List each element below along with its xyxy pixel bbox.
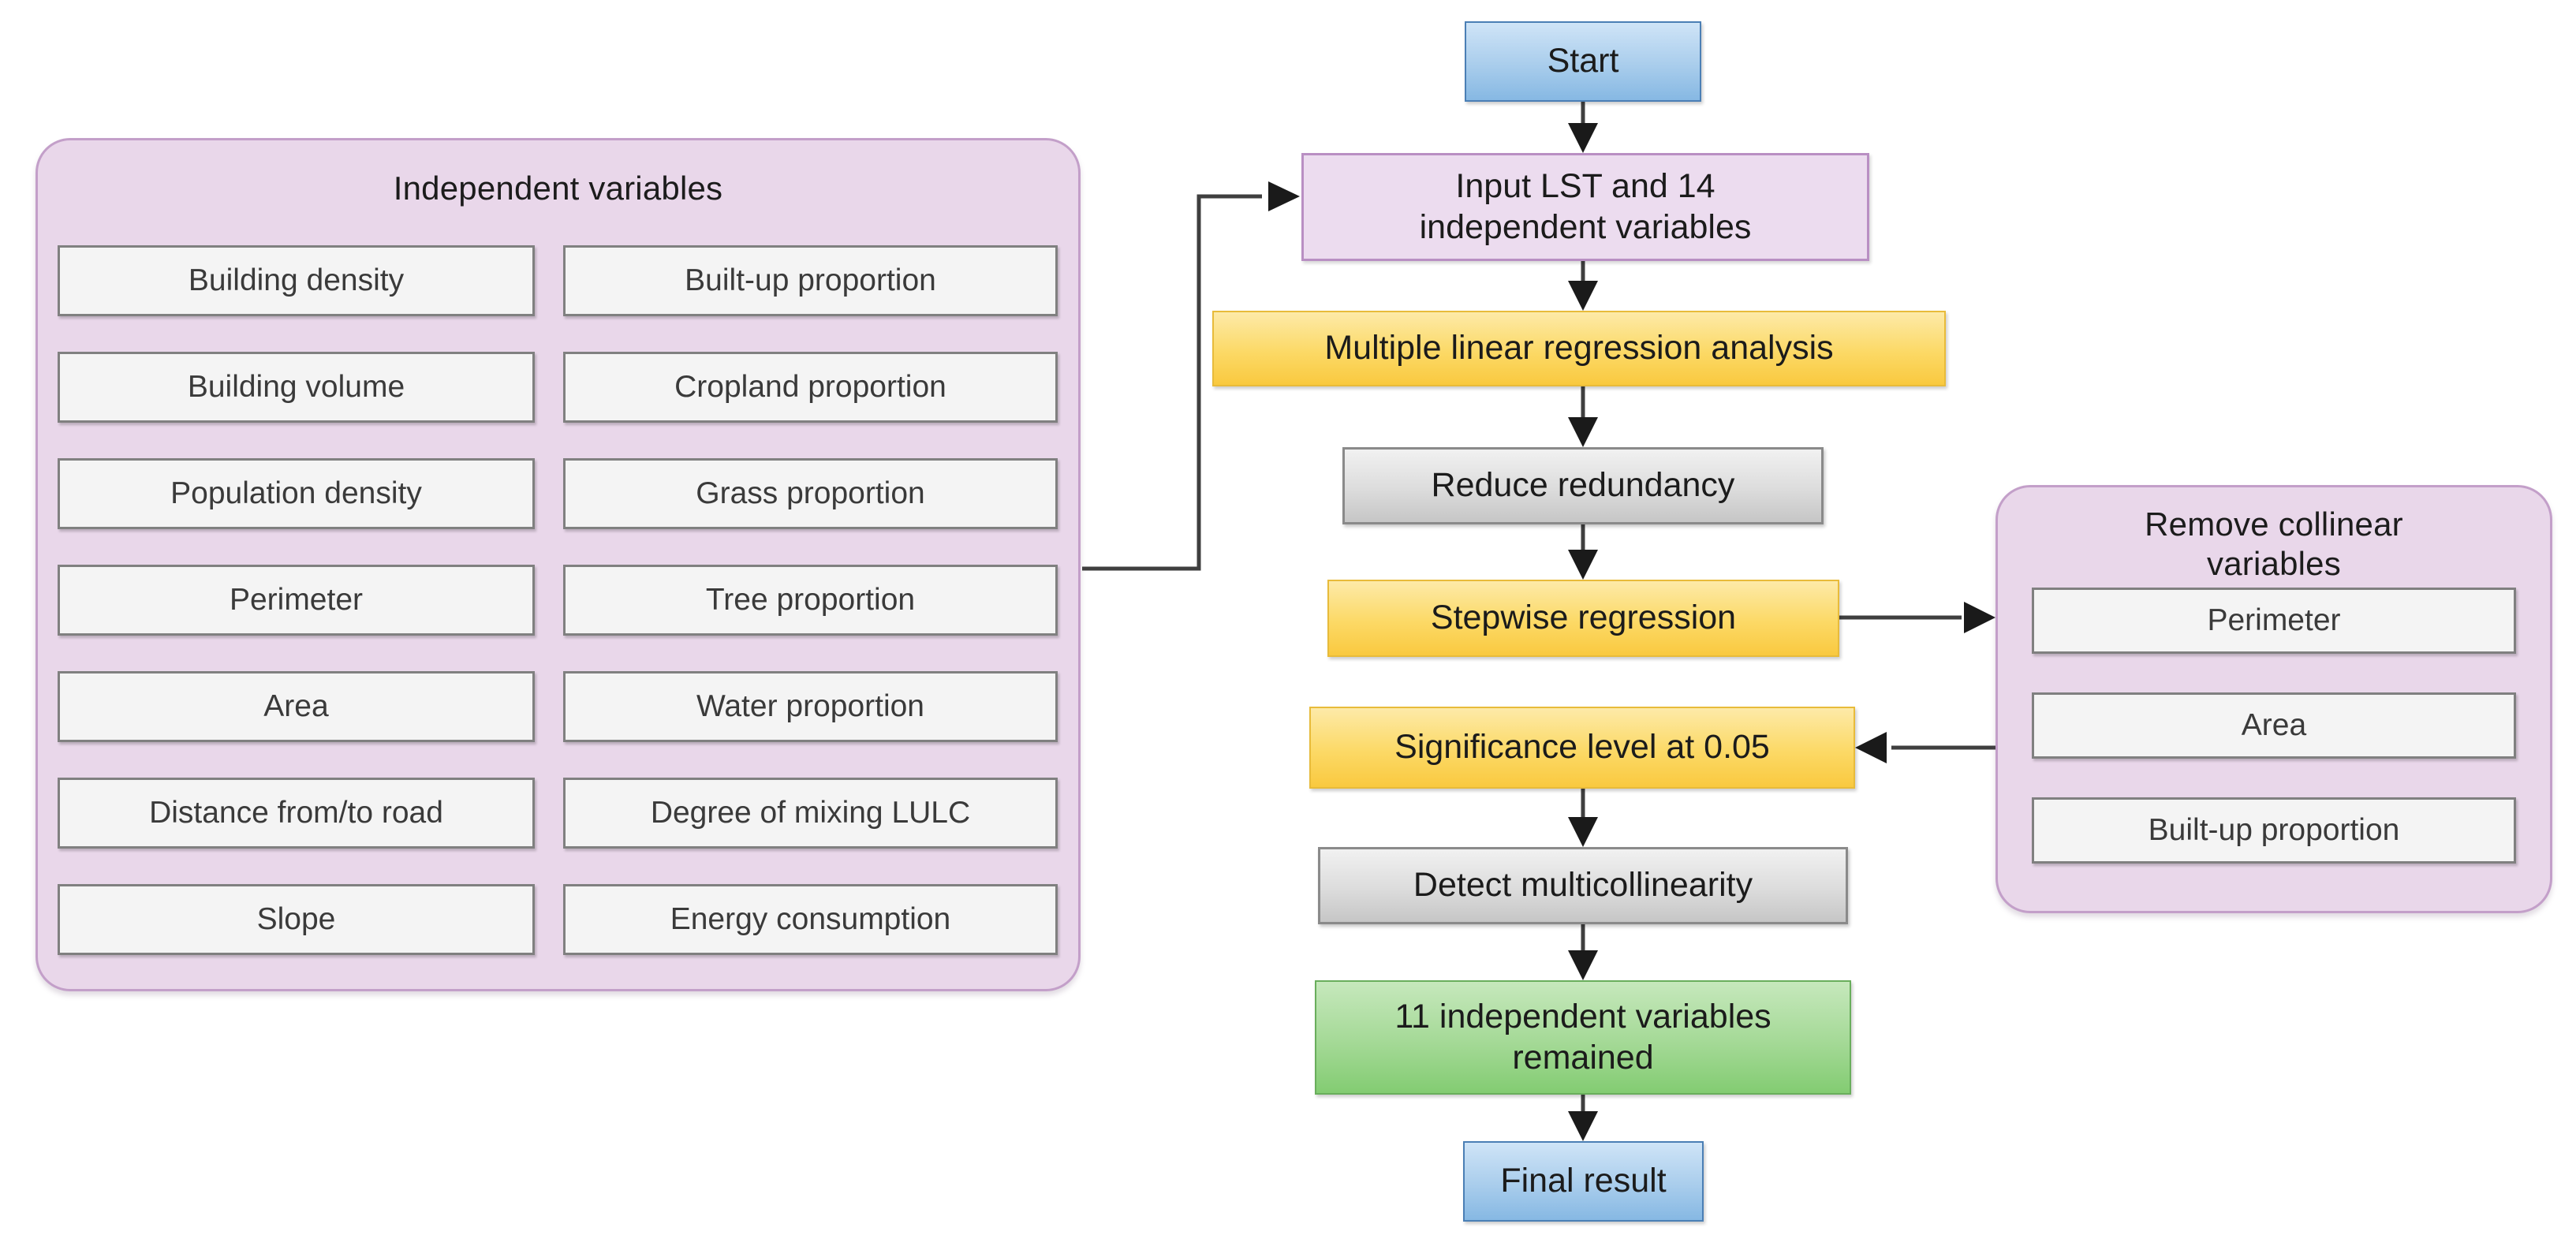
chip-label: Energy consumption [670, 902, 951, 936]
arrowhead-input-to-mlr [1568, 281, 1598, 311]
arrowhead-detect-to-remained [1568, 950, 1598, 980]
chip-label: Building volume [187, 370, 405, 404]
chip-label: Built-up proportion [2148, 813, 2400, 847]
chip-label: Slope [256, 902, 336, 936]
arrowhead-stepwise-to-collinear [1964, 602, 1995, 633]
node-reduce-redundancy: Reduce redundancy [1342, 447, 1824, 524]
node-stepwise-regression: Stepwise regression [1327, 580, 1839, 657]
chip-slope: Slope [58, 884, 535, 955]
chip-built-up-proportion: Built-up proportion [563, 245, 1058, 316]
chip-label: Area [263, 689, 329, 723]
node-multiple-linear-regression: Multiple linear regression analysis [1212, 311, 1946, 386]
node-label: Stepwise regression [1430, 599, 1737, 637]
chip-label: Degree of mixing LULC [650, 796, 971, 830]
chip-label: Grass proportion [696, 476, 925, 510]
chip-collinear-area: Area [2032, 692, 2516, 759]
chip-label: Cropland proportion [674, 370, 946, 404]
arrowhead-variables-to-input [1268, 181, 1300, 211]
arrowhead-start-to-input [1568, 123, 1598, 153]
chip-label: Perimeter [2207, 603, 2341, 637]
chip-tree-proportion: Tree proportion [563, 565, 1058, 636]
chip-distance-from-to-road: Distance from/to road [58, 778, 535, 849]
node-variables-remained: 11 independent variables remained [1315, 980, 1851, 1095]
chip-grass-proportion: Grass proportion [563, 458, 1058, 529]
node-label: Final result [1500, 1162, 1667, 1200]
chip-label: Water proportion [696, 689, 924, 723]
chip-water-proportion: Water proportion [563, 671, 1058, 742]
arrowhead-collinear-to-significance [1855, 732, 1887, 763]
chip-energy-consumption: Energy consumption [563, 884, 1058, 955]
node-detect-multicollinearity: Detect multicollinearity [1318, 847, 1848, 924]
chip-building-volume: Building volume [58, 352, 535, 423]
node-label: Start [1547, 42, 1619, 80]
chip-label: Distance from/to road [149, 796, 443, 830]
node-label: Detect multicollinearity [1413, 866, 1753, 905]
chip-label: Built-up proportion [685, 263, 936, 297]
arrowhead-significance-to-detect [1568, 817, 1598, 847]
chip-label: Population density [170, 476, 422, 510]
chip-label: Tree proportion [705, 583, 916, 617]
remove-collinear-variables-title: Remove collinear variables [2145, 506, 2403, 582]
chip-degree-of-mixing-lulc: Degree of mixing LULC [563, 778, 1058, 849]
chip-cropland-proportion: Cropland proportion [563, 352, 1058, 423]
arrowhead-remained-to-final [1568, 1111, 1598, 1141]
chip-label: Perimeter [229, 583, 364, 617]
node-label: Significance level at 0.05 [1394, 728, 1770, 767]
chip-label: Area [2241, 708, 2307, 742]
node-label: Multiple linear regression analysis [1324, 329, 1834, 368]
node-label: Reduce redundancy [1431, 466, 1735, 505]
node-start: Start [1465, 21, 1701, 102]
chip-building-density: Building density [58, 245, 535, 316]
chip-collinear-perimeter: Perimeter [2032, 588, 2516, 654]
node-label: 11 independent variables remained [1394, 997, 1771, 1076]
chip-label: Building density [188, 263, 405, 297]
chip-area: Area [58, 671, 535, 742]
chip-perimeter: Perimeter [58, 565, 535, 636]
node-label: Input LST and 14 independent variables [1419, 166, 1752, 246]
node-significance-level: Significance level at 0.05 [1309, 707, 1855, 789]
chip-collinear-built-up-proportion: Built-up proportion [2032, 797, 2516, 864]
node-input-lst: Input LST and 14 independent variables [1301, 153, 1869, 261]
independent-variables-title: Independent variables [393, 170, 723, 207]
arrowhead-reduce-to-stepwise [1568, 550, 1598, 580]
arrowhead-mlr-to-reduce [1568, 417, 1598, 447]
node-final-result: Final result [1463, 1141, 1704, 1222]
chip-population-density: Population density [58, 458, 535, 529]
